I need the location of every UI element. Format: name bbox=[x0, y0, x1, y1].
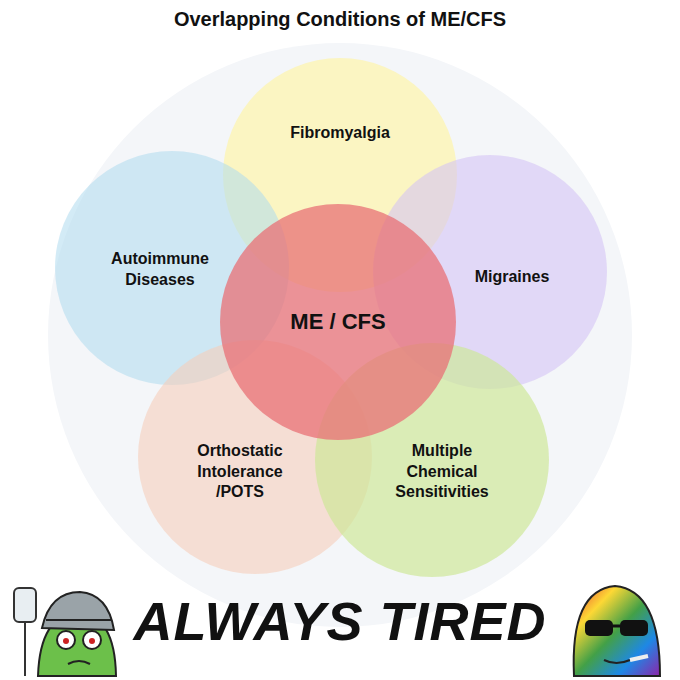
condition-label: Fibromyalgia bbox=[275, 123, 405, 144]
right-character bbox=[574, 586, 660, 676]
outer-ring bbox=[48, 43, 632, 627]
condition-label: Multiple Chemical Sensitivities bbox=[377, 441, 507, 503]
condition-label: Orthostatic Intolerance /POTS bbox=[185, 441, 295, 503]
diagram-title: Overlapping Conditions of ME/CFS bbox=[0, 8, 680, 31]
condition-label: ME / CFS bbox=[258, 308, 418, 337]
left-character bbox=[14, 588, 116, 676]
condition-label: Migraines bbox=[452, 267, 572, 288]
condition-circle: ME / CFS bbox=[220, 204, 456, 440]
brand-label: ALWAYS TIRED bbox=[120, 590, 560, 652]
condition-label: Autoimmune Diseases bbox=[100, 249, 220, 291]
